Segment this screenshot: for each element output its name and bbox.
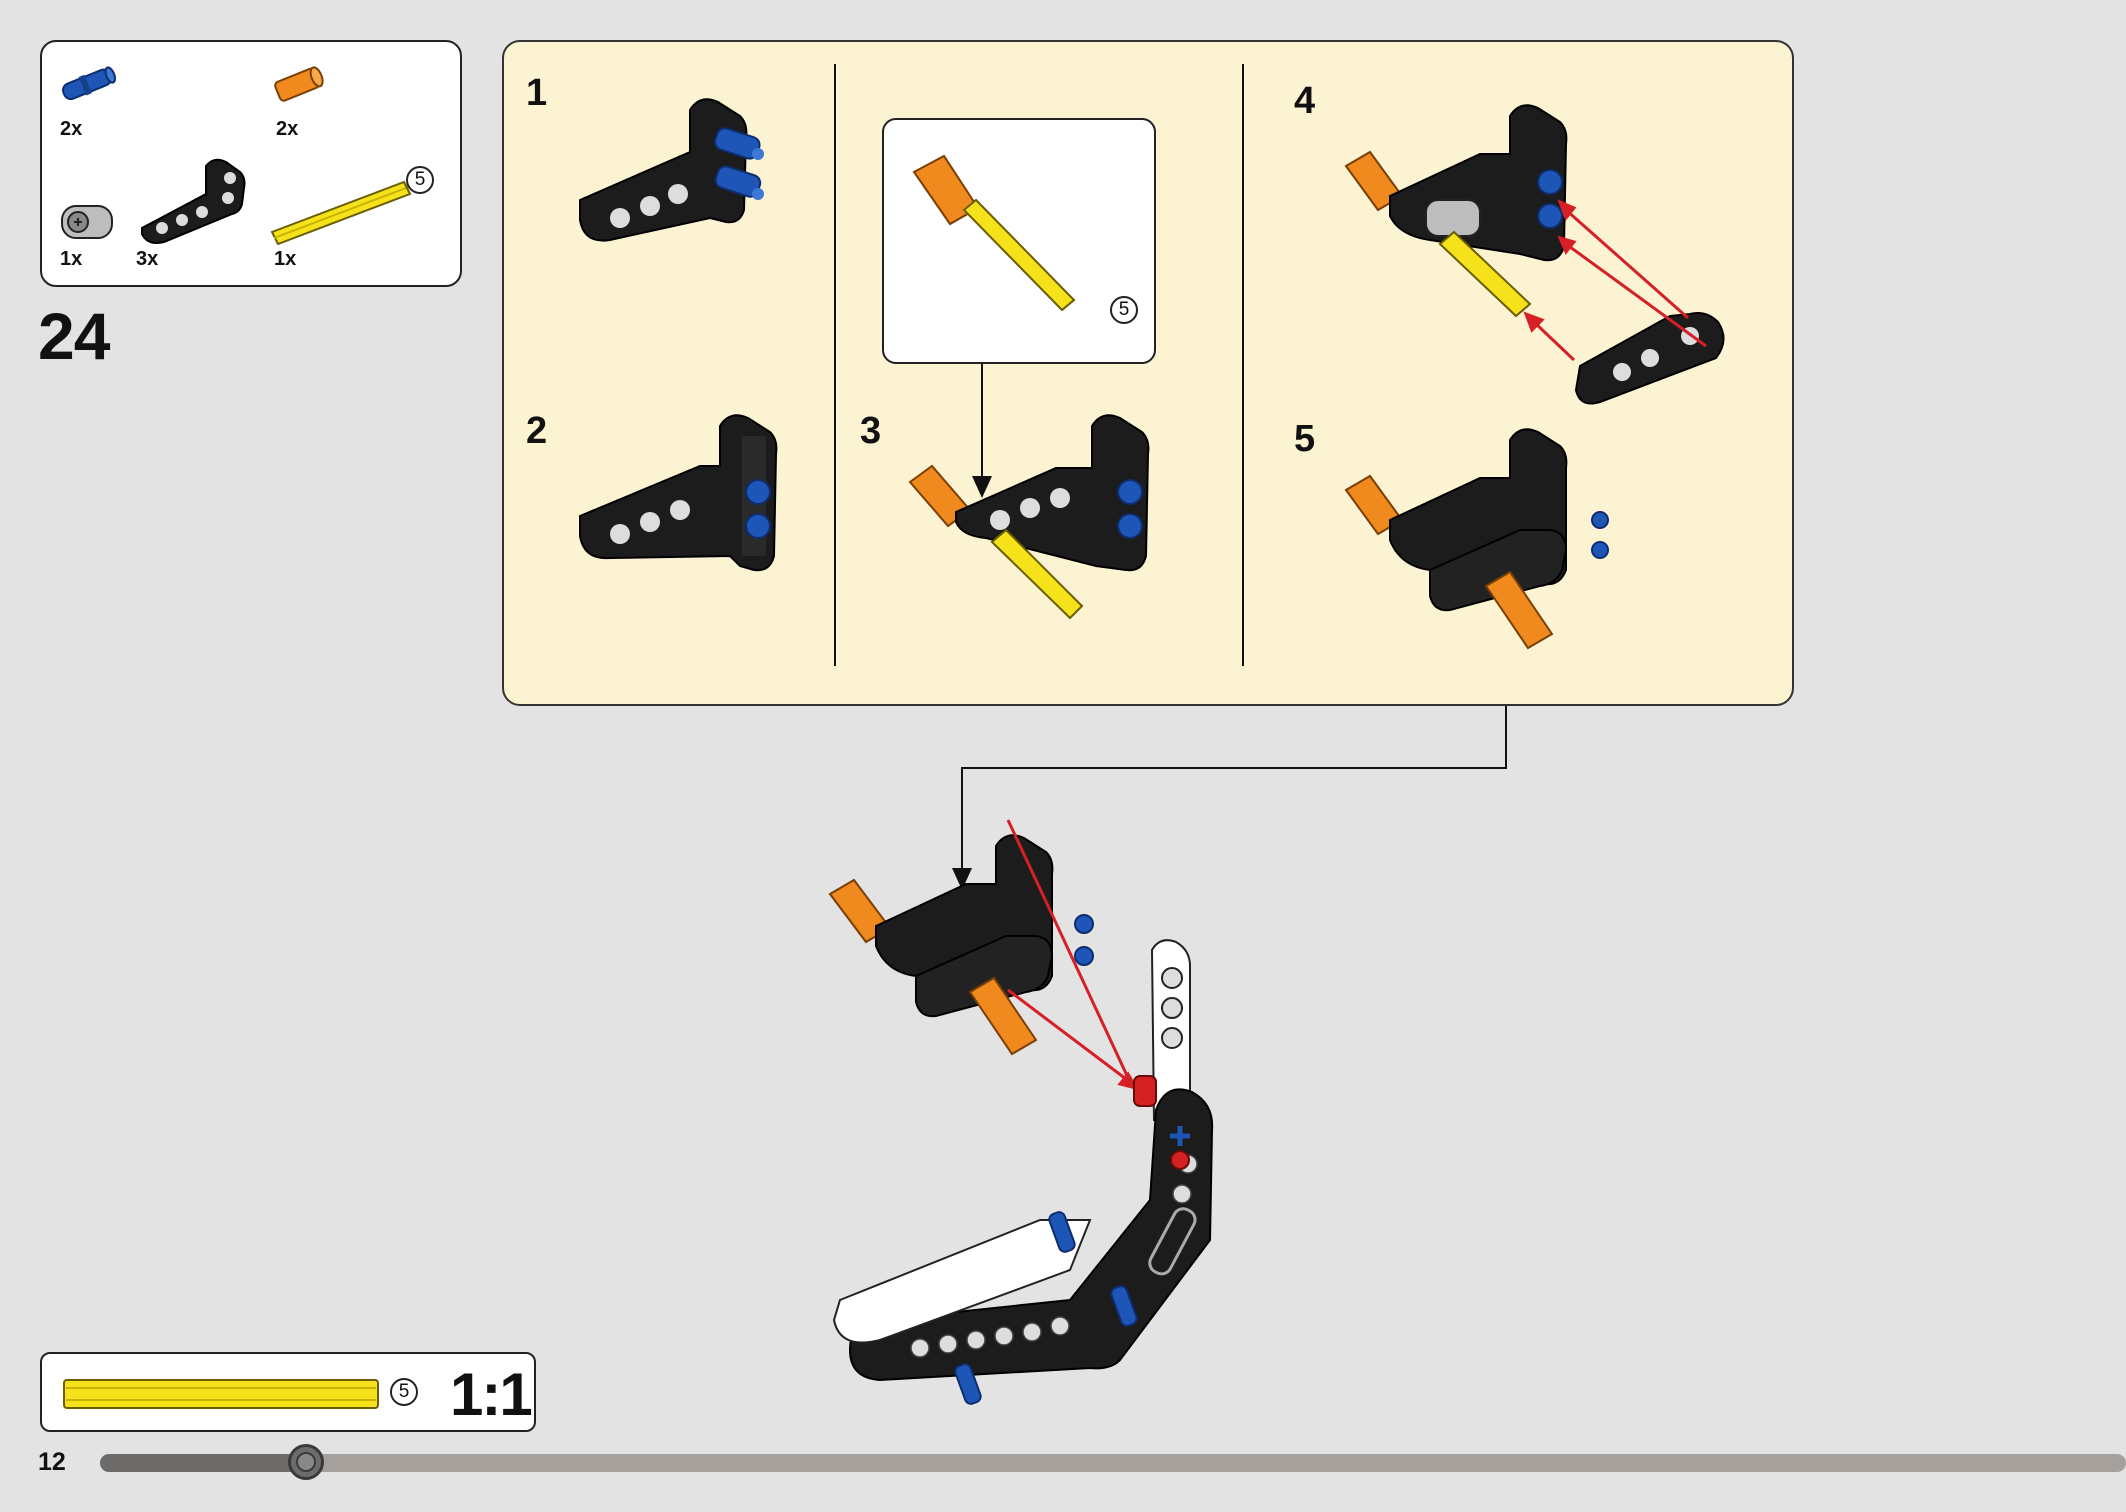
callout-axle-length-marker: 5 xyxy=(1110,296,1138,324)
substep-4-illustration xyxy=(1344,104,1725,405)
callout-to-substep-3-arrow xyxy=(972,364,992,498)
orange-bushing-part-image xyxy=(274,66,324,102)
substep-number-3: 3 xyxy=(860,410,882,452)
black-l-beam-quantity: 3x xyxy=(136,248,159,270)
substep-number-2: 2 xyxy=(526,410,548,452)
substep-3-illustration xyxy=(908,414,1150,620)
substep-number-1: 1 xyxy=(526,72,548,114)
axle-length-marker: 5 xyxy=(406,166,434,194)
yellow-axle-part-image xyxy=(270,180,412,246)
scale-axle-image xyxy=(63,1379,379,1409)
progress-bar-knob[interactable] xyxy=(288,1444,324,1480)
yellow-axle-quantity: 1x xyxy=(274,248,297,270)
gray-connector-part-image xyxy=(61,205,113,239)
main-assembly-illustration xyxy=(828,819,1214,1405)
substep-number-5: 5 xyxy=(1294,418,1316,460)
orange-bushing-quantity: 2x xyxy=(276,118,299,140)
callout-axle-bushing-illustration xyxy=(912,154,1076,312)
scale-length-marker: 5 xyxy=(390,1378,418,1406)
scale-ratio-label: 1:1 xyxy=(450,1361,533,1428)
substep-5-illustration xyxy=(1344,428,1609,650)
substep-number-4: 4 xyxy=(1294,80,1316,122)
subassembly-callout-box: 5 xyxy=(882,118,1156,364)
step-number: 24 xyxy=(38,299,110,373)
scale-check-box: 5 1:1 xyxy=(40,1352,536,1432)
substep-1-illustration xyxy=(579,98,764,242)
subassembly-divider-2 xyxy=(1242,64,1244,666)
gray-connector-quantity: 1x xyxy=(60,248,83,270)
substep-2-illustration xyxy=(579,414,778,572)
blue-pin-part-image xyxy=(62,66,117,101)
blue-pin-quantity: 2x xyxy=(60,118,83,140)
parts-list-panel: 2x 2x 1x 3x 5 1x xyxy=(40,40,462,287)
progress-bar-track xyxy=(100,1454,2126,1472)
black-l-beam-part-image xyxy=(141,158,246,244)
subassembly-divider-1 xyxy=(834,64,836,666)
subassembly-to-main-connector-arrow xyxy=(952,706,1507,890)
progress-bar-fill xyxy=(100,1454,306,1472)
page-number: 12 xyxy=(38,1448,66,1476)
